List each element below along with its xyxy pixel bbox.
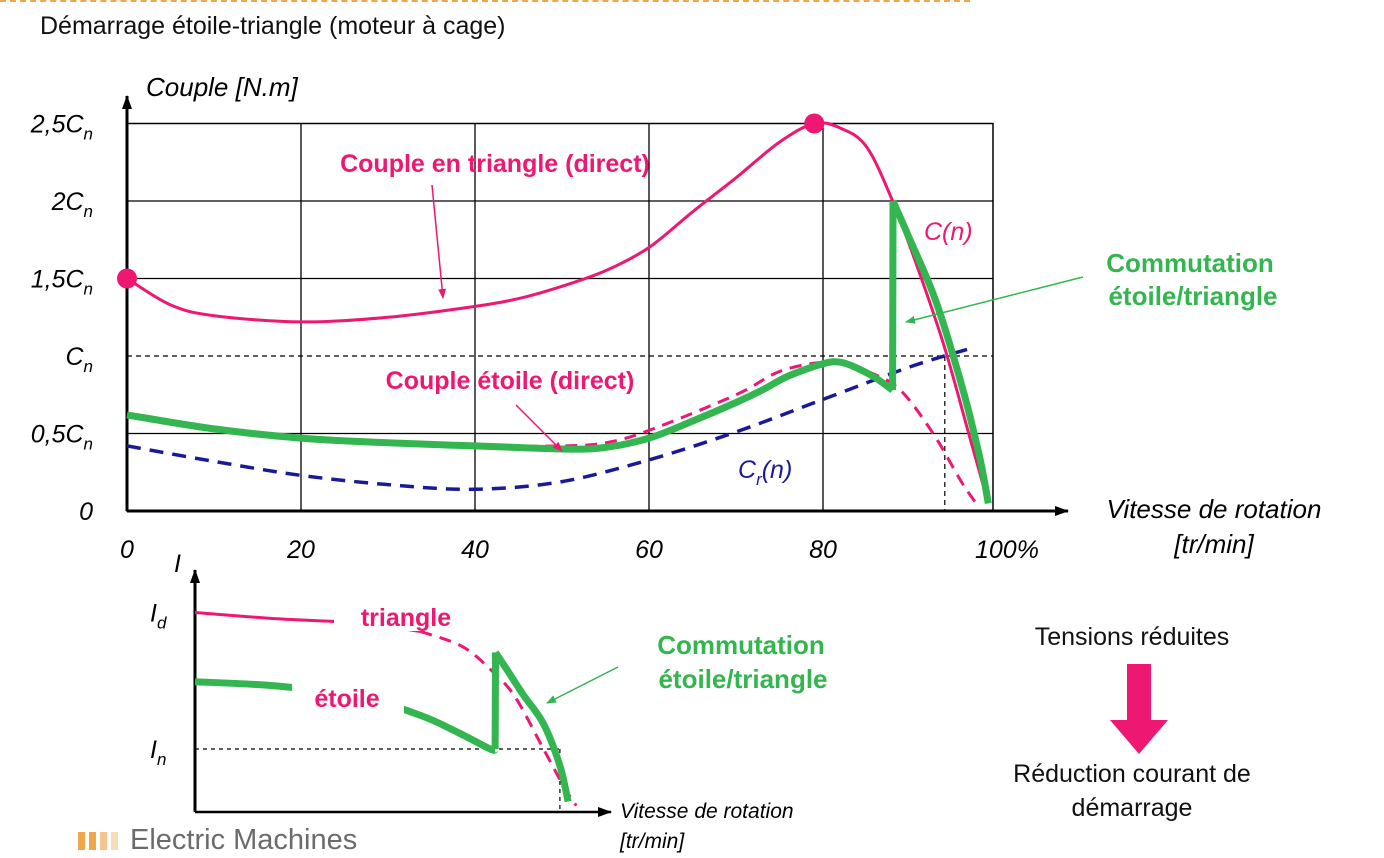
- star-label-pointer: [515, 404, 563, 452]
- current-x-axis-label: Vitesse de rotation: [620, 800, 794, 823]
- triangle-current-operating-curve: [492, 650, 572, 803]
- load-torque-curve: [126, 346, 972, 492]
- note-bottom-line1: Réduction courant de: [1013, 760, 1251, 788]
- note-bottom-line2: démarrage: [1071, 794, 1193, 822]
- x-tick-label: 0: [120, 536, 134, 564]
- x-tick-label: 60: [635, 536, 663, 564]
- switch-label-line1: Commutation: [1106, 248, 1274, 278]
- current-x-axis-unit: [tr/min]: [619, 830, 685, 853]
- star-current-curve: [194, 678, 499, 754]
- brand-bars-icon: [78, 831, 118, 850]
- footer-brand: Electric Machines: [78, 824, 357, 857]
- brand-bar: [111, 831, 118, 850]
- note-top-text: Tensions réduites: [1034, 623, 1230, 651]
- note-current-reduction: Réduction courant de démarrage: [960, 757, 1304, 825]
- top-dashed-rule: [0, 0, 970, 2]
- brand-bar: [89, 831, 96, 850]
- star-operating-curve: [126, 358, 895, 453]
- y-tick-label: 0,5Cn: [31, 421, 93, 454]
- down-arrow-icon: [1110, 664, 1168, 754]
- triangle-current-label: triangle: [361, 604, 451, 632]
- y-tick-label: 2Cn: [51, 188, 93, 221]
- current-switch-pointer: [546, 666, 619, 704]
- y-tick-label: 0: [79, 498, 93, 526]
- current-y-tick-label: Id: [150, 600, 167, 633]
- cn-curve-label: C(n): [924, 218, 973, 246]
- current-y-axis-label: I: [174, 550, 181, 578]
- current-chart-group: triangle étoile Commutation étoile/triangle…: [150, 550, 828, 853]
- triangle-operating-curve: [889, 199, 992, 504]
- brand-bar: [78, 831, 85, 850]
- plot-frame: [126, 122, 994, 512]
- switch-label-pointer: [905, 276, 1084, 324]
- note-reduced-voltage: Tensions réduites: [980, 620, 1284, 654]
- brand-bar: [100, 831, 107, 850]
- page-title: Démarrage étoile-triangle (moteur à cage…: [40, 12, 506, 40]
- star-curve-label: Couple étoile (direct): [386, 367, 635, 395]
- triangle-curve-label: Couple en triangle (direct): [340, 150, 650, 178]
- current-y-tick-label: In: [150, 736, 166, 769]
- y-axis-label: Couple [N.m]: [146, 72, 298, 102]
- marked-point: [804, 113, 825, 134]
- y-tick-label: 1,5Cn: [31, 266, 93, 299]
- triangle-label-pointer: [431, 184, 447, 299]
- star-current-label: étoile: [314, 685, 379, 713]
- y-tick-label: Cn: [65, 343, 93, 376]
- x-tick-label: 40: [461, 536, 489, 564]
- current-switch-line1: Commutation: [657, 630, 825, 660]
- triangle-torque-curve: [126, 121, 990, 504]
- triangle-label-bg: [334, 595, 474, 631]
- footer-label: Electric Machines: [130, 824, 358, 856]
- current-switch-line2: étoile/triangle: [658, 664, 827, 694]
- star-label-bg: [292, 676, 404, 716]
- x-axis-label: Vitesse de rotation: [1107, 494, 1322, 524]
- y-tick-label: 2,5Cn: [30, 111, 93, 144]
- marked-point: [117, 268, 137, 289]
- cr-curve-label: Cr(n): [738, 456, 792, 489]
- x-axis-unit-label: [tr/min]: [1173, 529, 1254, 559]
- switch-label-line2: étoile/triangle: [1108, 281, 1277, 311]
- x-tick-label: 80: [809, 536, 837, 564]
- x-tick-label: 100%: [975, 536, 1039, 564]
- x-tick-label: 20: [286, 536, 315, 564]
